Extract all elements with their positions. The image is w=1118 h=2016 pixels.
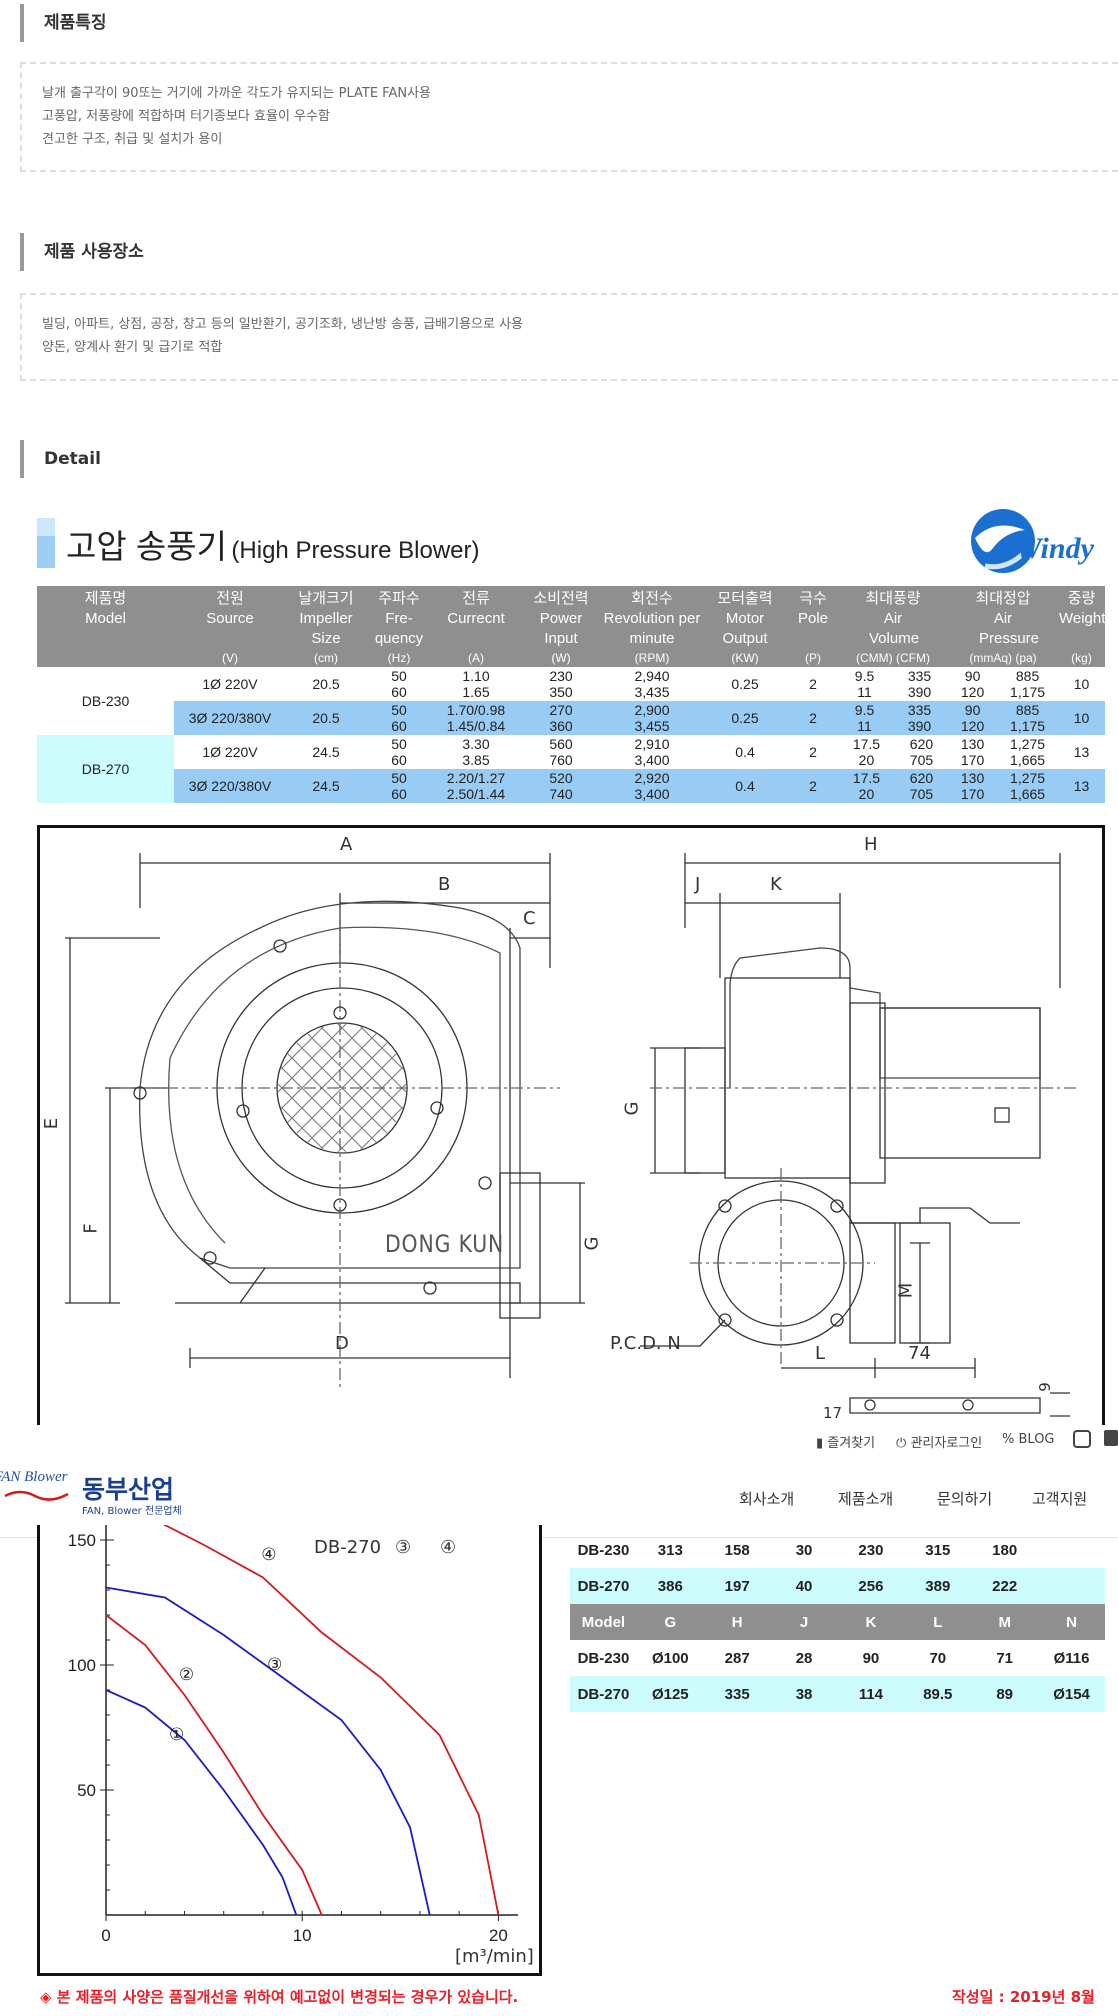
dim-label: G <box>581 1236 603 1251</box>
power-icon: ⏻ <box>896 1436 907 1451</box>
usage-box: 빌딩, 아파트, 상점, 공장, 창고 등의 일반환기, 공기조화, 냉난방 송… <box>20 293 1118 381</box>
detail-title: Detail <box>20 440 101 478</box>
product-heading: 고압 송풍기 (High Pressure Blower) <box>66 520 480 568</box>
y-tick-label: 100 <box>68 1656 96 1675</box>
curve-label: ② <box>179 1665 194 1684</box>
x-axis-label: [m³/min] <box>455 1946 534 1967</box>
dim-label: A <box>340 834 353 855</box>
dim-label: H <box>864 834 878 855</box>
dim-label: K <box>770 874 782 895</box>
company-name[interactable]: 동부산업 <box>82 1475 175 1504</box>
brand-name: Windy <box>1015 532 1094 565</box>
dim-label: L <box>815 1343 826 1364</box>
x-tick-label: 20 <box>489 1926 508 1945</box>
usage-title: 제품 사용장소 <box>20 233 144 271</box>
curve-3 <box>105 1586 431 1916</box>
dim-label: F <box>80 1223 102 1234</box>
pcd-label: P.C.D. N <box>610 1333 681 1354</box>
performance-graph: 50 100 150 0 10 20 ① ② ③ ④ DB-270 ③ ④ [m³/min] <box>37 1514 542 1976</box>
link-icon: % <box>1002 1432 1015 1447</box>
x-tick-label: 10 <box>293 1926 312 1945</box>
nav-company[interactable]: 회사소개 <box>739 1490 795 1508</box>
dim-label: 17 <box>823 1404 843 1422</box>
product-title-en: (High Pressure Blower) <box>231 537 480 564</box>
dim-label: 9 <box>1035 1382 1054 1392</box>
feature-line: 견고한 구조, 취급 및 설치가 용이 <box>42 132 223 147</box>
dim-label: D <box>335 1333 349 1354</box>
company-tagline: FAN, Blower 전문업체 <box>82 1506 182 1517</box>
usage-line: 양돈, 양계사 환기 및 급기로 적합 <box>42 340 223 355</box>
legend-mark: ④ <box>440 1537 457 1558</box>
curve-label: ③ <box>267 1655 282 1674</box>
spec-change-notice: ◈ 본 제품의 사양은 품질개선을 위하여 예고없이 변경되는 경우가 있습니다… <box>40 1988 519 2006</box>
feature-line: 고풍압, 저풍량에 적합하며 터기종보다 효율이 우수함 <box>42 109 330 124</box>
dim-label: 74 <box>908 1343 931 1364</box>
admin-login-link[interactable]: ⏻ 관리자로그인 <box>896 1436 983 1451</box>
curve-label: ④ <box>261 1545 276 1564</box>
dim-label: C <box>523 908 536 929</box>
legend-mark: ③ <box>395 1537 412 1558</box>
model-cell: DB-230 <box>81 693 130 709</box>
model-cell: DB-270 <box>37 735 174 803</box>
nav-products[interactable]: 제품소개 <box>838 1490 894 1508</box>
bookmark-icon: ▮ <box>816 1436 824 1451</box>
curve-2 <box>105 1614 323 1916</box>
dim-label: B <box>438 874 451 895</box>
dim-label: G <box>621 1101 643 1116</box>
curve-label: ① <box>169 1725 184 1744</box>
curve-1 <box>105 1689 298 1916</box>
usage-line: 빌딩, 아파트, 상점, 공장, 창고 등의 일반환기, 공기조화, 냉난방 송… <box>42 317 524 332</box>
y-tick-label: 50 <box>77 1781 96 1800</box>
curve-4 <box>144 1514 500 1916</box>
features-box: 날개 출구각이 90또는 거기에 가까운 각도가 유지되는 PLATE FAN사… <box>20 62 1118 172</box>
y-tick-label: 150 <box>68 1531 96 1550</box>
nav-support[interactable]: 고객지원 <box>1032 1490 1088 1508</box>
feature-line: 날개 출구각이 90또는 거기에 가까운 각도가 유지되는 PLATE FAN사… <box>42 86 432 101</box>
created-date: 작성일 : 2019년 8월 <box>952 1988 1095 2006</box>
x-tick-label: 0 <box>101 1926 110 1945</box>
casing-label: DONG KUN <box>385 1230 505 1258</box>
features-title: 제품특징 <box>20 4 107 42</box>
nav-inquiry[interactable]: 문의하기 <box>937 1490 993 1508</box>
instagram-icon[interactable] <box>1073 1430 1091 1448</box>
dim-label: E <box>41 1117 63 1130</box>
dim-label: M <box>895 1282 917 1299</box>
dimension-drawing: A B C D E F G H J K G M L 74 9 17 DONG K… <box>37 825 1105 1425</box>
dim-label: J <box>695 874 701 895</box>
chart-annotation: DB-270 <box>314 1537 382 1558</box>
site-header <box>0 1425 1118 1538</box>
bookmark-link[interactable]: ▮ 즐겨찾기 <box>816 1436 876 1451</box>
blog-link[interactable]: % BLOG <box>1002 1432 1055 1447</box>
product-title-ko: 고압 송풍기 <box>66 528 227 565</box>
heading-marker <box>37 518 55 568</box>
windy-logo: Windy <box>965 508 1105 578</box>
fan-blower-logo[interactable]: FAN Blower <box>0 1468 70 1508</box>
logo-script: FAN Blower <box>0 1469 68 1485</box>
social-icon[interactable] <box>1104 1430 1118 1446</box>
